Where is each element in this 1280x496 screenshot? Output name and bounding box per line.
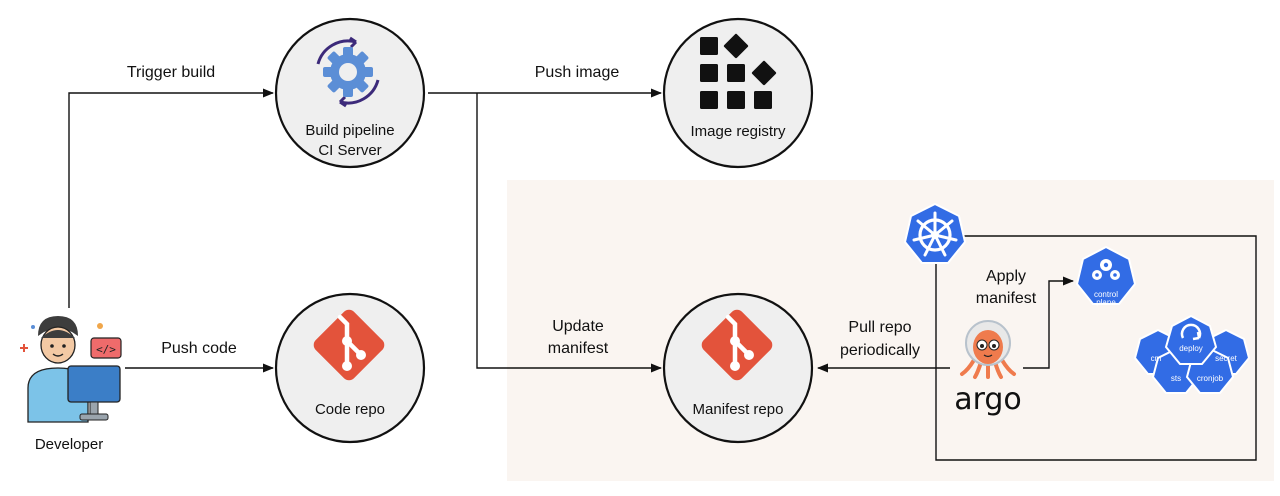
ci-server-label-1: Build pipeline — [305, 122, 394, 139]
k8s-resource-cronjob: cronjob — [1197, 374, 1224, 383]
label-push-image: Push image — [535, 64, 620, 81]
cluster-background — [507, 180, 1274, 481]
developer-node: </> Developer — [20, 316, 122, 453]
label-update-manifest-2: manifest — [548, 340, 609, 357]
image-registry-node: Image registry — [662, 17, 814, 169]
label-apply-manifest-2: manifest — [976, 290, 1037, 307]
k8s-resource-cm: cm — [1151, 354, 1162, 363]
label-pull-repo-2: periodically — [840, 342, 920, 359]
developer-label: Developer — [35, 436, 103, 453]
git-icon — [313, 309, 385, 381]
label-push-code: Push code — [161, 340, 237, 357]
git-icon — [701, 309, 773, 381]
argo-wordmark: argo — [954, 382, 1022, 417]
label-pull-repo-1: Pull repo — [848, 319, 911, 336]
control-plane-icon — [1075, 245, 1137, 305]
k8s-resources-icon — [1133, 314, 1251, 394]
cluster-boundary — [935, 235, 1257, 461]
k8s-resource-secret: secret — [1215, 354, 1238, 363]
ci-server-label-2: CI Server — [318, 142, 381, 159]
ci-server-node: Build pipeline CI Server — [274, 17, 426, 169]
label-apply-manifest-1: Apply — [986, 268, 1026, 285]
label-trigger-build: Trigger build — [127, 64, 215, 81]
edge-update-manifest — [476, 93, 663, 373]
k8s-resource-deploy: deploy — [1179, 344, 1203, 353]
svg-text:</>: </> — [96, 343, 116, 356]
k8s-resource-sts: sts — [1171, 374, 1181, 383]
manifest-repo-label: Manifest repo — [693, 401, 784, 418]
control-plane-label-2: plane — [1096, 298, 1116, 307]
control-plane-label-1: control — [1094, 290, 1118, 299]
code-repo-node: Code repo — [274, 292, 426, 444]
image-registry-label: Image registry — [690, 123, 786, 140]
gear-icon — [316, 36, 380, 108]
kubernetes-icon — [903, 202, 967, 264]
edge-trigger-build — [68, 88, 275, 308]
edge-apply-manifest — [1023, 276, 1075, 369]
k8s-resources-node: cm deploy secret sts cronjob — [1133, 314, 1251, 394]
manifest-repo-node: Manifest repo — [662, 292, 814, 444]
argo-node: argo — [954, 320, 1022, 417]
control-plane-node: control plane — [1075, 245, 1137, 307]
argo-icon — [960, 320, 1016, 379]
label-update-manifest-1: Update — [552, 318, 604, 335]
registry-icon — [700, 33, 777, 109]
developer-icon: </> — [20, 316, 122, 423]
code-repo-label: Code repo — [315, 401, 385, 418]
